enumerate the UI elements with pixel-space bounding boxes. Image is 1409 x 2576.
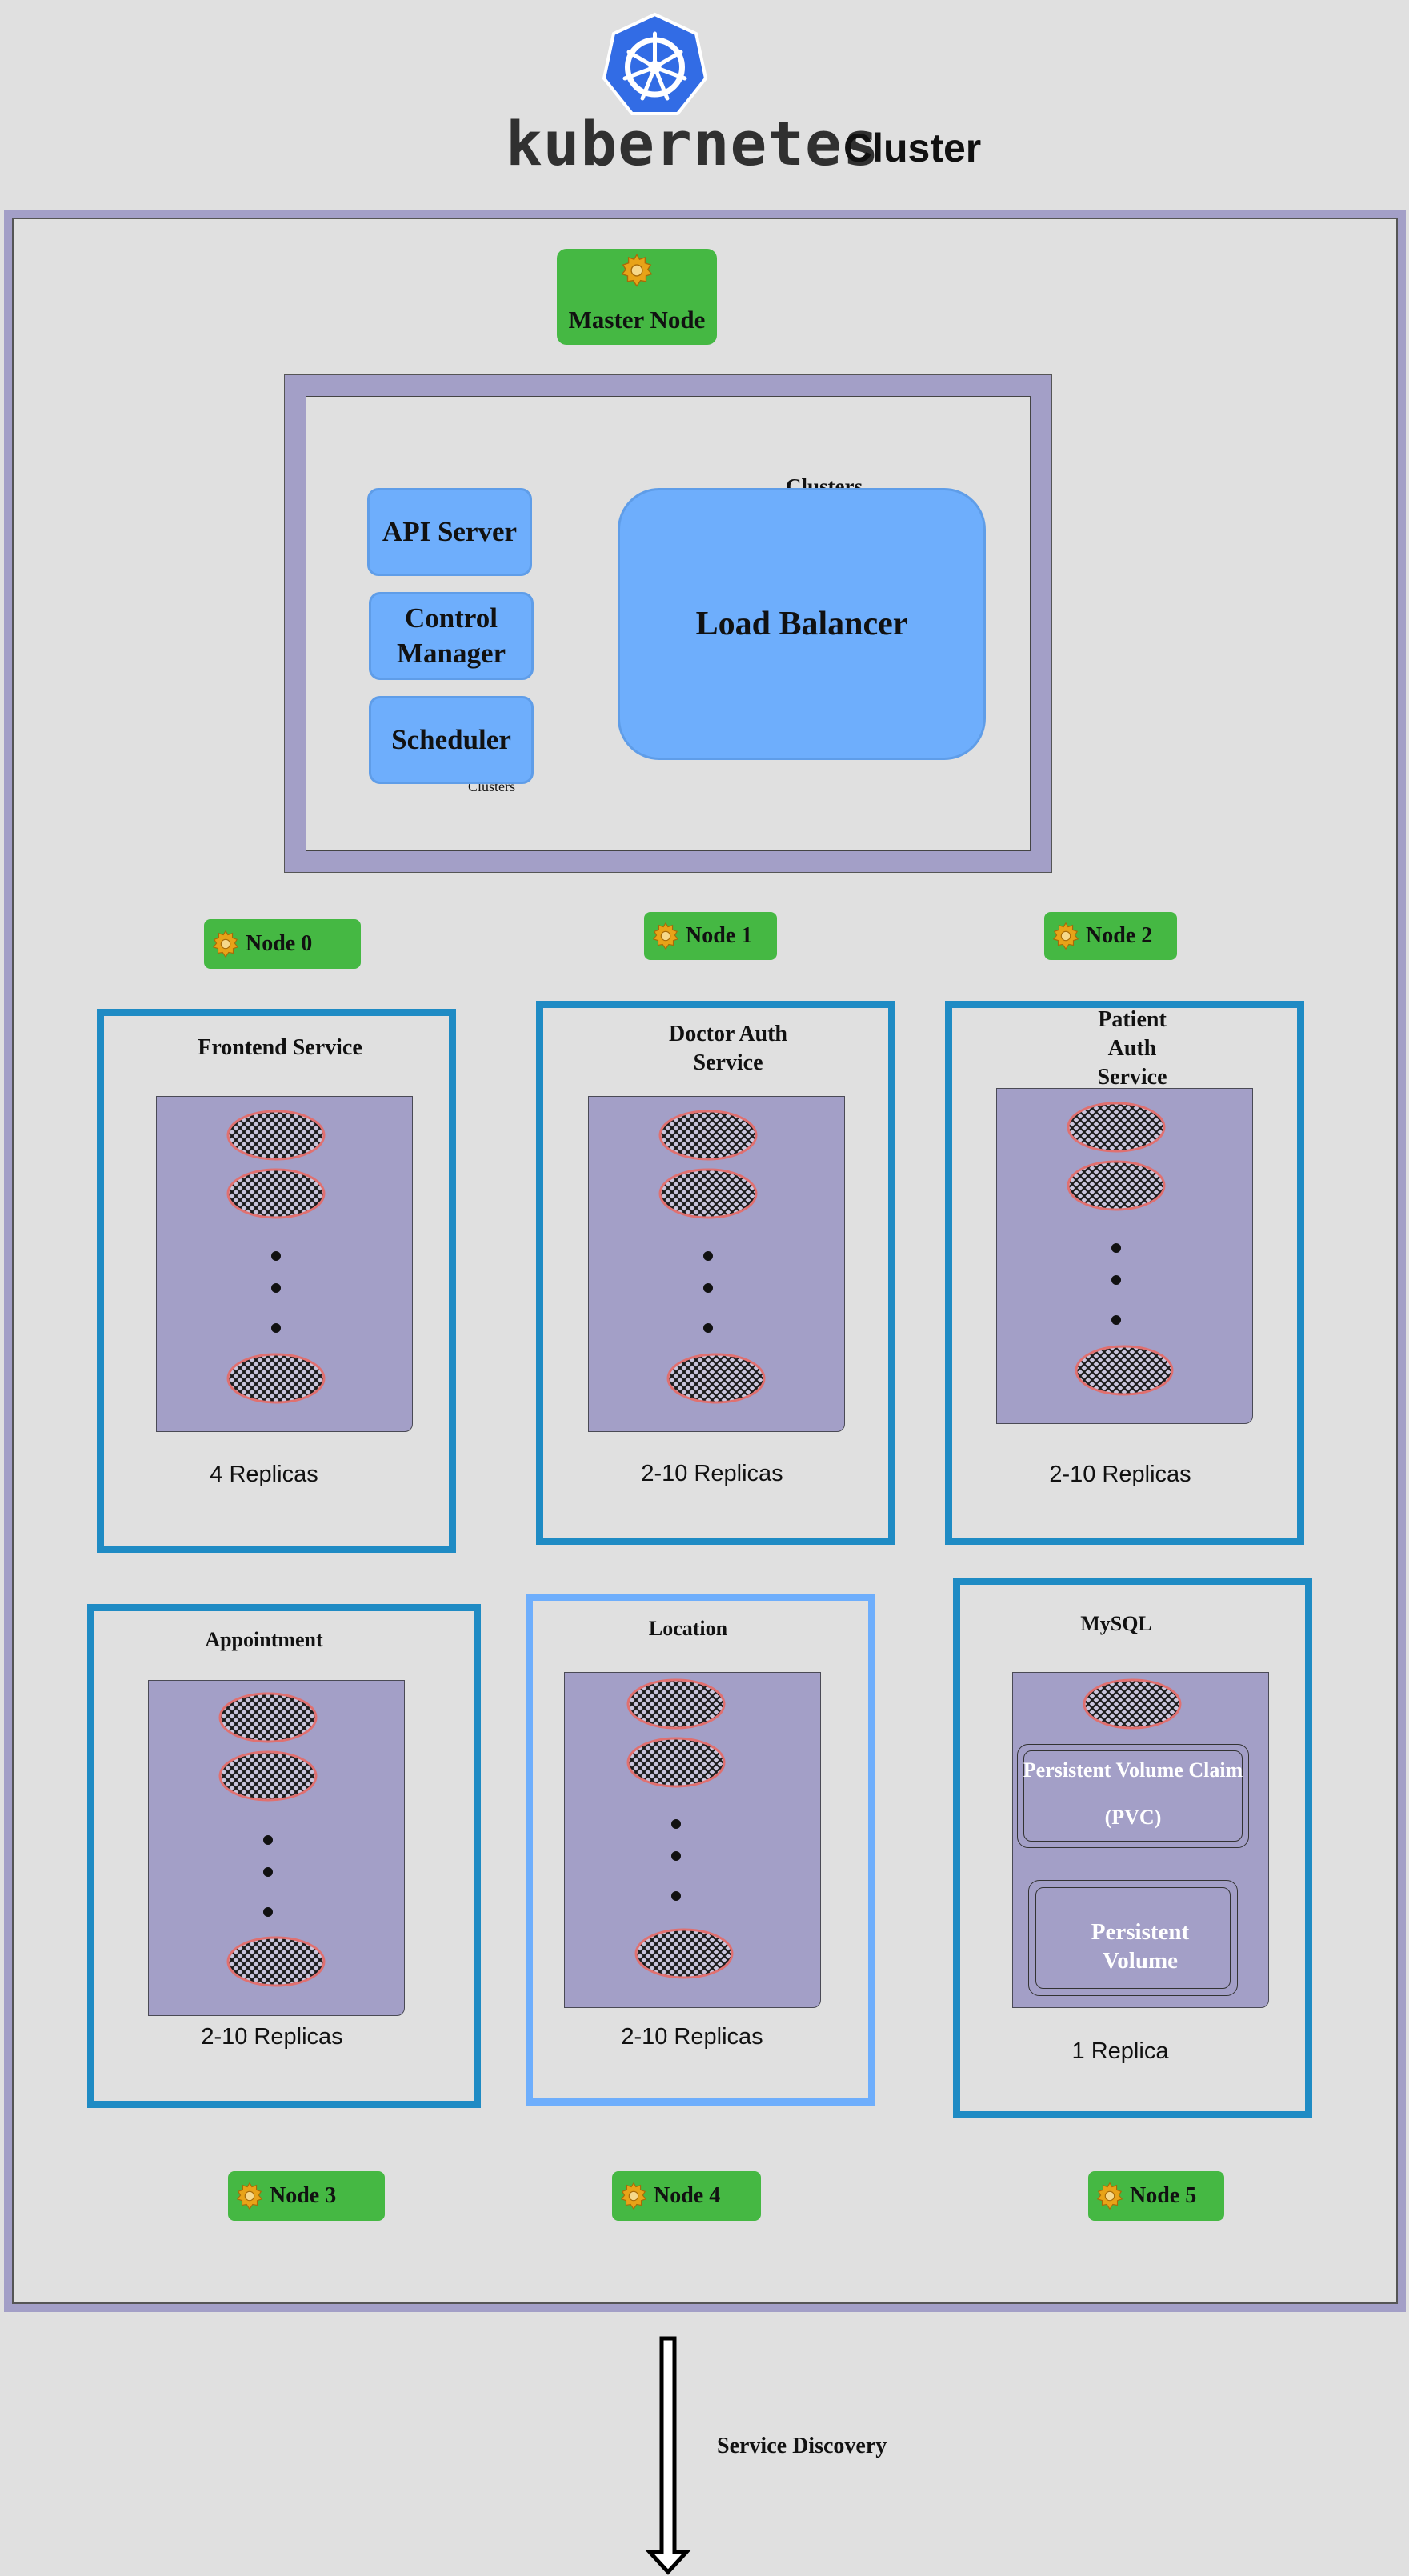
api-server-button[interactable]: API Server bbox=[367, 488, 532, 576]
pod-ellipse bbox=[218, 1692, 318, 1743]
node-5-badge[interactable]: Node 5 bbox=[1088, 2171, 1224, 2221]
scheduler-button[interactable]: Scheduler bbox=[369, 696, 534, 784]
pod-ellipse bbox=[658, 1110, 758, 1161]
pod-ellipse bbox=[1083, 1678, 1182, 1730]
doctor-auth-service-box[interactable] bbox=[536, 1001, 895, 1545]
pvc-label-line2: (PVC) bbox=[1104, 1806, 1162, 1829]
mysql-service-box[interactable] bbox=[953, 1578, 1312, 2118]
gear-icon bbox=[1052, 922, 1079, 950]
persistent-volume-label: Persistent Volume bbox=[1091, 1919, 1190, 1974]
pod-ellipse bbox=[226, 1936, 326, 1987]
service-discovery-label: Service Discovery bbox=[717, 2434, 887, 2458]
pod-ellipse bbox=[626, 1737, 726, 1788]
ellipsis-dot bbox=[271, 1323, 281, 1333]
ellipsis-dot bbox=[1111, 1243, 1121, 1253]
cluster-frame-inner bbox=[12, 218, 1398, 2304]
persistent-volume-box bbox=[1028, 1880, 1238, 1996]
ellipsis-dot bbox=[271, 1283, 281, 1293]
pod-ellipse bbox=[1075, 1345, 1174, 1396]
doctor-auth-service-title: Doctor Auth Service bbox=[668, 1022, 788, 1075]
master-node-label: Master Node bbox=[568, 306, 706, 334]
frontend-service-title: Frontend Service bbox=[198, 1035, 362, 1060]
node-3-badge[interactable]: Node 3 bbox=[228, 2171, 385, 2221]
ellipsis-dot bbox=[263, 1835, 273, 1845]
ellipsis-dot bbox=[703, 1283, 713, 1293]
ellipsis-dot bbox=[271, 1251, 281, 1261]
frontend-replicas: 4 Replicas bbox=[210, 1462, 318, 1487]
pvc-label-line1: Persistent Volume Claim bbox=[1023, 1758, 1243, 1782]
node-1-badge[interactable]: Node 1 bbox=[644, 912, 777, 960]
location-replicas: 2-10 Replicas bbox=[621, 2024, 763, 2050]
pvc-box bbox=[1017, 1744, 1249, 1848]
doctor-replicas: 2-10 Replicas bbox=[641, 1461, 783, 1486]
node-0-badge[interactable]: Node 0 bbox=[204, 919, 361, 969]
gear-icon bbox=[212, 930, 239, 958]
appointment-service-title: Appointment bbox=[205, 1628, 323, 1651]
appointment-service-box[interactable] bbox=[87, 1604, 481, 2108]
node-5-label: Node 5 bbox=[1130, 2183, 1197, 2208]
kubernetes-logo-icon bbox=[602, 11, 708, 118]
pod-ellipse bbox=[634, 1928, 734, 1979]
ellipsis-dot bbox=[1111, 1315, 1121, 1325]
ellipsis-dot bbox=[671, 1819, 681, 1829]
patient-auth-service-box[interactable] bbox=[945, 1001, 1304, 1545]
ellipsis-dot bbox=[671, 1851, 681, 1861]
control-manager-button[interactable]: Control Manager bbox=[369, 592, 534, 680]
gear-icon bbox=[1096, 2182, 1123, 2210]
node-4-label: Node 4 bbox=[654, 2183, 721, 2208]
node-1-label: Node 1 bbox=[686, 923, 753, 948]
dots-group bbox=[263, 1243, 1121, 1917]
mysql-replicas: 1 Replica bbox=[1071, 2038, 1169, 2064]
ellipsis-dot bbox=[703, 1251, 713, 1261]
node-2-badge[interactable]: Node 2 bbox=[1044, 912, 1177, 960]
patient-replicas: 2-10 Replicas bbox=[1049, 1462, 1191, 1487]
page-title: Cluster bbox=[843, 126, 982, 170]
node-3-label: Node 3 bbox=[270, 2183, 337, 2208]
pod-ellipse bbox=[226, 1353, 326, 1404]
node-4-badge[interactable]: Node 4 bbox=[612, 2171, 761, 2221]
persistent-volume-inner bbox=[1035, 1887, 1231, 1989]
node-0-label: Node 0 bbox=[246, 931, 313, 956]
pod-ellipse bbox=[218, 1750, 318, 1802]
kubernetes-wordmark: kubernetes bbox=[506, 108, 880, 179]
appointment-replicas: 2-10 Replicas bbox=[201, 2024, 343, 2050]
pod-ellipse bbox=[666, 1353, 766, 1404]
load-balancer-button[interactable]: Load Balancer bbox=[618, 488, 986, 760]
ellipsis-dot bbox=[703, 1323, 713, 1333]
mysql-service-title: MySQL bbox=[1080, 1612, 1152, 1635]
ellipsis-dot bbox=[263, 1867, 273, 1877]
ellipsis-dot bbox=[1111, 1275, 1121, 1285]
location-service-title: Location bbox=[648, 1617, 728, 1640]
pod-ellipse bbox=[226, 1110, 326, 1161]
pod-ellipse bbox=[226, 1168, 326, 1219]
service-discovery-arrow bbox=[645, 2336, 691, 2575]
pvc-inner bbox=[1023, 1750, 1243, 1842]
gear-icon bbox=[652, 922, 679, 950]
pod-ellipse bbox=[626, 1678, 726, 1730]
pod-ellipse bbox=[1067, 1160, 1166, 1211]
gear-icon bbox=[236, 2182, 263, 2210]
pod-ellipse bbox=[658, 1168, 758, 1219]
pods-group bbox=[218, 1102, 1182, 1987]
gear-icon bbox=[621, 254, 653, 287]
master-node-badge[interactable]: Master Node bbox=[557, 249, 717, 345]
location-service-box[interactable] bbox=[526, 1594, 875, 2106]
ellipsis-dot bbox=[671, 1891, 681, 1901]
pod-ellipse bbox=[1067, 1102, 1166, 1153]
gear-icon bbox=[620, 2182, 647, 2210]
frontend-service-box[interactable] bbox=[97, 1009, 456, 1553]
patient-auth-service-title: Patient Auth Service bbox=[1097, 1007, 1167, 1090]
node-2-label: Node 2 bbox=[1086, 923, 1153, 948]
ellipsis-dot bbox=[263, 1907, 273, 1917]
